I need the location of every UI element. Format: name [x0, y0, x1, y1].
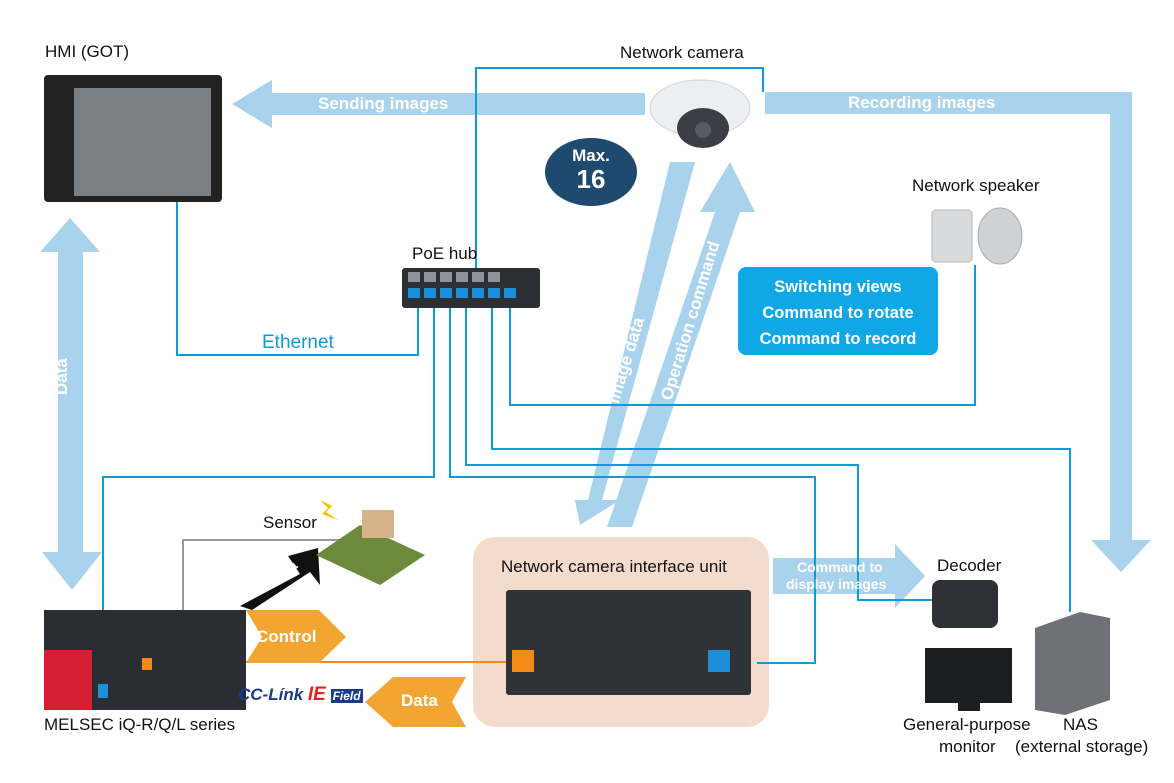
interface-port-orange [512, 650, 534, 672]
nas-device [1035, 612, 1110, 715]
command-display-label-2: display images [786, 576, 887, 592]
plc-port-orange [142, 658, 152, 670]
speaker-horn [977, 207, 1023, 265]
plc-power-module [44, 650, 92, 710]
sensor-data-arrow [240, 548, 320, 610]
poe-hub [402, 268, 540, 308]
sending-images-label: Sending images [318, 94, 449, 113]
monitor-device [925, 648, 1012, 703]
cable-plc [102, 300, 435, 690]
recording-images-label: Recording images [848, 93, 996, 112]
speaker-device [931, 209, 973, 263]
image-data-arrow [575, 162, 695, 525]
poe-hub-label: PoE hub [412, 244, 478, 263]
melsec-label: MELSEC iQ-R/Q/L series [44, 715, 236, 734]
cc-link-text: CC-Línk [238, 685, 304, 704]
cable-hmi [176, 200, 419, 356]
sensor-signal-icon [320, 500, 338, 520]
ethernet-label: Ethernet [262, 332, 334, 353]
interface-unit-device [506, 590, 751, 695]
field-text: Field [330, 689, 363, 703]
decoder-label: Decoder [937, 556, 1002, 575]
cable-camera [475, 67, 764, 282]
cable-interface [449, 300, 816, 664]
cable-decoder [465, 300, 932, 601]
network-camera-label: Network camera [620, 43, 744, 62]
max-cameras-bubble: Max. 16 [545, 138, 637, 206]
monitor-label-2: monitor [939, 737, 996, 756]
max-value: 16 [576, 164, 606, 194]
decoder-device [932, 580, 998, 628]
network-speaker-label: Network speaker [912, 176, 1040, 195]
command-display-label-1: Command to [797, 559, 883, 575]
sending-images-arrow [232, 80, 645, 128]
interface-unit-label: Network camera interface unit [501, 557, 727, 576]
control-arrow [246, 610, 346, 663]
data-bottom-label: Data [401, 691, 438, 710]
data-bottom-arrow [365, 677, 466, 727]
camera-lens-center [695, 122, 711, 138]
operation-command-arrow [607, 162, 755, 527]
monitor-label-1: General-purpose [903, 715, 1031, 734]
recording-images-arrow [765, 92, 1151, 572]
command-display-arrow [773, 544, 925, 608]
max-label: Max. [572, 146, 610, 165]
camera-command-box: Switching views Command to rotate Comman… [738, 267, 938, 355]
monitor-stand [958, 703, 980, 711]
nas-label-2: (external storage) [1015, 737, 1149, 756]
data-vertical-arrow [40, 218, 102, 590]
command-rotate: Command to rotate [762, 304, 914, 322]
cable-nas [491, 300, 1071, 612]
sensor-box [362, 510, 394, 538]
ie-text: IE [307, 684, 326, 705]
nas-label-1: NAS [1063, 715, 1098, 734]
sensor-conveyor [316, 525, 425, 585]
interface-port-blue [708, 650, 730, 672]
sensor-label: Sensor [263, 513, 317, 532]
cable-speaker [509, 265, 976, 406]
control-label: Control [256, 627, 317, 646]
command-record: Command to record [759, 330, 917, 348]
hmi-screen [74, 88, 211, 196]
command-switching-views: Switching views [774, 278, 902, 296]
hmi-label: HMI (GOT) [45, 42, 130, 61]
plc-port-blue [98, 684, 108, 698]
cc-link-ie-field-logo: CC-Línk IE Field [238, 684, 363, 706]
data-vertical-label: Data [52, 358, 71, 395]
